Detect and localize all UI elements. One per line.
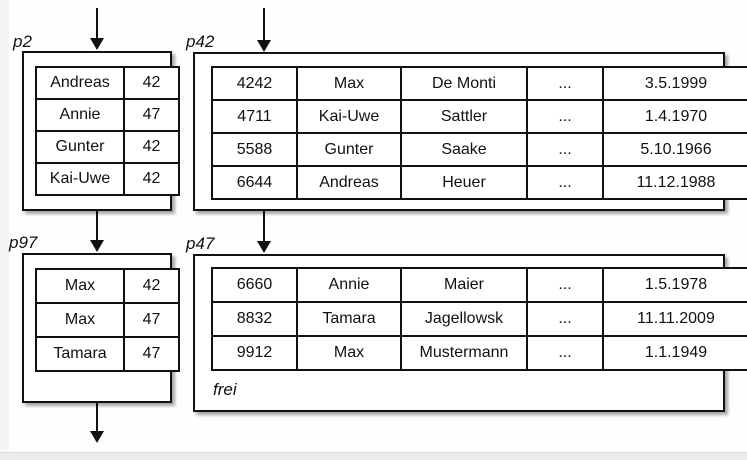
cell-last-name: Maier [400, 267, 528, 303]
cell-first-name: Kai-Uwe [296, 99, 402, 134]
table-row: 6644 Andreas Heuer ... 11.12.1988 [211, 165, 747, 200]
cell-ellipsis: ... [526, 66, 604, 101]
cell-key: Annie [35, 98, 125, 132]
page-table-p47: 6660 Annie Maier ... 1.5.1978 8832 Tamar… [211, 267, 747, 371]
arrow-out-of-p97 [90, 403, 104, 443]
cell-id: 4711 [211, 99, 298, 134]
free-space-label: frei [213, 380, 237, 399]
arrow-shaft [263, 211, 265, 242]
table-row: Max 42 [35, 268, 180, 304]
table-row: 9912 Max Mustermann ... 1.1.1949 [211, 335, 747, 371]
arrow-head-icon [90, 431, 104, 443]
cell-first-name: Andreas [296, 165, 402, 200]
cell-page-ref: 47 [123, 336, 180, 372]
cell-first-name: Gunter [296, 132, 402, 167]
cell-last-name: Sattler [400, 99, 528, 134]
cell-key: Max [35, 268, 125, 304]
cell-first-name: Annie [296, 267, 402, 303]
cell-ellipsis: ... [526, 165, 604, 200]
cell-date: 1.1.1949 [602, 335, 747, 371]
cell-first-name: Max [296, 335, 402, 371]
cell-page-ref: 42 [123, 130, 180, 164]
cell-id: 5588 [211, 132, 298, 167]
cell-ellipsis: ... [526, 132, 604, 167]
cell-id: 8832 [211, 301, 298, 337]
table-row: Annie 47 [35, 98, 180, 132]
cell-page-ref: 47 [123, 302, 180, 338]
table-row: Tamara 47 [35, 336, 180, 372]
cell-page-ref: 47 [123, 98, 180, 132]
arrow-into-p42 [257, 8, 271, 52]
page-table-p42: 4242 Max De Monti ... 3.5.1999 4711 Kai-… [211, 66, 747, 200]
cell-last-name: Mustermann [400, 335, 528, 371]
table-row: 8832 Tamara Jagellowsk ... 11.11.2009 [211, 301, 747, 337]
arrow-p42-to-p47 [257, 211, 271, 253]
table-row: Max 47 [35, 302, 180, 338]
arrow-p2-to-p97 [90, 211, 104, 252]
cell-key: Tamara [35, 336, 125, 372]
page-label-p47: p47 [186, 234, 215, 253]
table-row: 5588 Gunter Saake ... 5.10.1966 [211, 132, 747, 167]
table-row: Kai-Uwe 42 [35, 162, 180, 196]
page-label-p2: p2 [13, 32, 32, 51]
cell-first-name: Max [296, 66, 402, 101]
cell-id: 9912 [211, 335, 298, 371]
arrow-shaft [96, 403, 98, 432]
cell-ellipsis: ... [526, 99, 604, 134]
cell-last-name: Heuer [400, 165, 528, 200]
cell-id: 6660 [211, 267, 298, 303]
cell-id: 4242 [211, 66, 298, 101]
cell-key: Gunter [35, 130, 125, 164]
bottom-margin-strip [0, 452, 747, 460]
cell-ellipsis: ... [526, 301, 604, 337]
arrow-head-icon [257, 40, 271, 52]
page-label-p97: p97 [9, 233, 38, 252]
cell-ellipsis: ... [526, 335, 604, 371]
table-row: 6660 Annie Maier ... 1.5.1978 [211, 267, 747, 303]
arrow-head-icon [90, 240, 104, 252]
cell-date: 1.4.1970 [602, 99, 747, 134]
arrow-head-icon [257, 241, 271, 253]
cell-last-name: Jagellowsk [400, 301, 528, 337]
arrow-head-icon [90, 38, 104, 50]
arrow-shaft [263, 8, 265, 41]
table-row: 4242 Max De Monti ... 3.5.1999 [211, 66, 747, 101]
page-table-p97: Max 42 Max 47 Tamara 47 [35, 268, 180, 372]
cell-key: Max [35, 302, 125, 338]
arrow-shaft [96, 211, 98, 241]
page-label-p42: p42 [186, 32, 215, 51]
cell-date: 5.10.1966 [602, 132, 747, 167]
cell-page-ref: 42 [123, 66, 180, 100]
table-row: Gunter 42 [35, 130, 180, 164]
arrow-into-p2 [90, 8, 104, 50]
table-row: 4711 Kai-Uwe Sattler ... 1.4.1970 [211, 99, 747, 134]
arrow-shaft [96, 8, 98, 39]
cell-date: 11.12.1988 [602, 165, 747, 200]
left-margin-strip [0, 0, 9, 452]
table-row: Andreas 42 [35, 66, 180, 100]
cell-ellipsis: ... [526, 267, 604, 303]
cell-page-ref: 42 [123, 268, 180, 304]
cell-first-name: Tamara [296, 301, 402, 337]
cell-date: 11.11.2009 [602, 301, 747, 337]
cell-id: 6644 [211, 165, 298, 200]
cell-last-name: Saake [400, 132, 528, 167]
cell-date: 1.5.1978 [602, 267, 747, 303]
cell-date: 3.5.1999 [602, 66, 747, 101]
page-table-p2: Andreas 42 Annie 47 Gunter 42 Kai-Uwe 42 [35, 66, 180, 196]
cell-key: Kai-Uwe [35, 162, 125, 196]
cell-key: Andreas [35, 66, 125, 100]
cell-page-ref: 42 [123, 162, 180, 196]
cell-last-name: De Monti [400, 66, 528, 101]
